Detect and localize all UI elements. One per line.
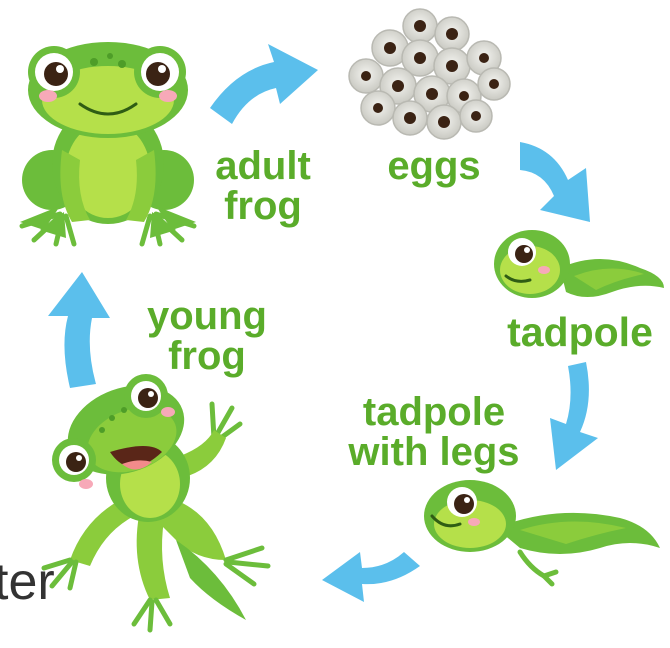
label-adult-frog: adult frog (198, 146, 328, 226)
tadpole-illustration (494, 230, 664, 298)
label-tadpole-line1: tadpole (494, 312, 666, 353)
label-young-frog: young frog (140, 296, 274, 376)
arrow-young-to-adult (48, 272, 110, 388)
label-tadpole-with-legs: tadpole with legs (334, 392, 534, 472)
tadpole-with-legs-illustration (424, 480, 660, 584)
arrow-tadpole-to-legs (550, 362, 598, 470)
label-eggs-line1: eggs (374, 146, 494, 186)
arrow-legs-to-young (322, 552, 420, 602)
label-adult-frog-line1: adult (198, 146, 328, 186)
label-tadpole-with-legs-line1: tadpole (334, 392, 534, 432)
label-adult-frog-line2: frog (198, 186, 328, 226)
young-frog-illustration (44, 370, 268, 630)
eggs-illustration (349, 9, 510, 139)
partial-footer-text: ter (0, 552, 55, 612)
label-young-frog-line2: frog (140, 336, 274, 376)
arrow-eggs-to-tadpole (520, 142, 590, 222)
arrow-adult-to-eggs (210, 44, 318, 124)
adult-frog-illustration (20, 42, 196, 244)
label-tadpole-with-legs-line2: with legs (334, 432, 534, 472)
label-young-frog-line1: young (140, 296, 274, 336)
label-tadpole: tadpole (494, 312, 666, 353)
label-eggs: eggs (374, 146, 494, 186)
